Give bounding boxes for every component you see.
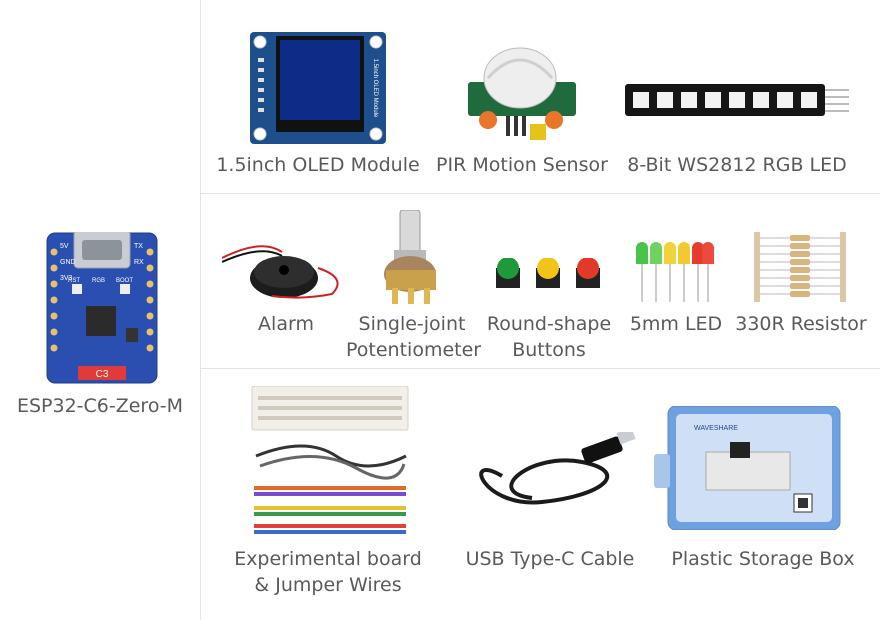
svg-text:RX: RX	[134, 259, 144, 266]
esp32-board-image: C3 5V GND 3V3 RST RGB BOOT TX RX	[46, 232, 158, 384]
5mm-led-image	[632, 240, 716, 304]
chip-label: C3	[96, 369, 109, 380]
oled-caption: 1.5inch OLED Module	[216, 154, 420, 176]
breadboard-caption-line2: & Jumper Wires	[254, 574, 402, 596]
breadboard-caption-line1: Experimental board	[234, 548, 422, 570]
ws2812-led-image	[625, 84, 851, 116]
usb-cable-caption: USB Type-C Cable	[465, 548, 635, 570]
svg-text:5V: 5V	[60, 243, 69, 250]
alarm-buzzer-image	[222, 238, 348, 300]
led-caption: 5mm LED	[629, 313, 723, 335]
storage-box-caption: Plastic Storage Box	[671, 548, 855, 570]
resistor-image	[750, 230, 850, 304]
resistor-caption: 330R Resistor	[735, 313, 867, 335]
storage-box-image: WAVESHARE	[654, 406, 854, 530]
pir-caption: PIR Motion Sensor	[436, 154, 608, 176]
potentiometer-caption-line2: Potentiometer	[346, 339, 482, 361]
svg-text:RST: RST	[68, 278, 80, 284]
potentiometer-image	[380, 210, 444, 306]
oled-module-image: 1.5inch OLED Module	[250, 32, 386, 144]
alarm-caption: Alarm	[258, 313, 314, 335]
row-divider-2	[200, 368, 880, 369]
buttons-caption-line2: Buttons	[512, 339, 586, 361]
box-logo: WAVESHARE	[694, 425, 738, 432]
svg-text:TX: TX	[134, 243, 143, 250]
vertical-divider	[200, 0, 201, 620]
round-buttons-image	[494, 258, 604, 290]
svg-text:BOOT: BOOT	[116, 278, 133, 284]
ws2812-caption: 8-Bit WS2812 RGB LED	[627, 154, 847, 176]
esp32-caption: ESP32-C6-Zero-M	[16, 395, 184, 417]
svg-text:RGB: RGB	[92, 278, 105, 284]
pir-sensor-image	[458, 42, 586, 142]
svg-text:3V3: 3V3	[60, 275, 73, 282]
svg-text:GND: GND	[60, 259, 76, 266]
breadboard-jumper-image	[246, 386, 414, 540]
potentiometer-caption-line1: Single-joint	[358, 313, 466, 335]
oled-board-print: 1.5inch OLED Module	[372, 59, 378, 118]
row-divider-1	[200, 193, 880, 194]
usb-cable-image	[462, 432, 638, 516]
buttons-caption-line1: Round-shape	[486, 313, 612, 335]
